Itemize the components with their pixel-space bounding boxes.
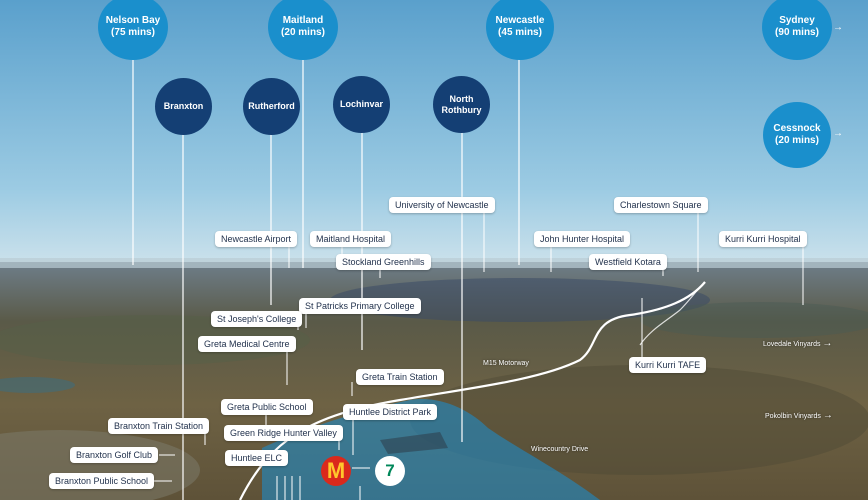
town-drive-time: (20 mins) [775, 135, 819, 146]
town-name: Maitland [282, 15, 324, 26]
place-label-kurri-kurri-hospital: Kurri Kurri Hospital [719, 231, 807, 247]
place-label-maitland-hospital: Maitland Hospital [310, 231, 392, 247]
town-name: Nelson Bay [105, 15, 161, 26]
place-label-university-of-newcastle: University of Newcastle [389, 197, 495, 213]
mcdonalds-logo-icon: M [321, 456, 351, 486]
town-marker-nelson-bay: Nelson Bay (75 mins) [98, 0, 168, 60]
place-label-huntlee-elc: Huntlee ELC [225, 450, 289, 466]
arrow-right-icon: → [833, 22, 843, 33]
place-label-st-patricks-primary-college: St Patricks Primary College [299, 298, 421, 314]
town-drive-time: (45 mins) [498, 27, 542, 38]
place-label-greta-public-school: Greta Public School [221, 399, 313, 415]
arrow-right-icon: → [822, 338, 833, 349]
place-label-huntlee-district-park: Huntlee District Park [343, 404, 438, 420]
suburb-marker-branxton: Branxton [155, 78, 212, 135]
place-label-st-josephs-college: St Joseph's College [211, 311, 303, 327]
road-label-winecountry-drive: Winecountry Drive [531, 446, 589, 453]
place-label-newcastle-airport: Newcastle Airport [215, 231, 298, 247]
suburb-marker-north-rothbury: North Rothbury [433, 76, 490, 133]
suburb-marker-rutherford: Rutherford [243, 78, 300, 135]
suburb-marker-lochinvar: Lochinvar [333, 76, 390, 133]
town-marker-maitland: Maitland (20 mins) [268, 0, 338, 60]
place-label-kurri-kurri-tafe: Kurri Kurri TAFE [629, 357, 707, 373]
suburb-name: Rutherford [248, 101, 295, 112]
place-label-greta-medical-centre: Greta Medical Centre [198, 336, 296, 352]
road-label-lovedale-vinyards: Lovedale Vinyards → [763, 338, 832, 349]
suburb-name: Lochinvar [339, 99, 383, 110]
suburb-name: North Rothbury [441, 93, 482, 115]
arrow-right-icon: → [833, 128, 843, 139]
place-label-branxton-golf-club: Branxton Golf Club [70, 447, 159, 463]
town-name: Sydney [779, 15, 815, 26]
arrow-right-icon: → [822, 410, 833, 421]
town-drive-time: (20 mins) [281, 27, 325, 38]
road-name: Pokolbin Vinyards [765, 413, 821, 420]
town-drive-time: (75 mins) [111, 27, 155, 38]
town-name: Newcastle [495, 15, 545, 26]
place-label-green-ridge-hunter-valley: Green Ridge Hunter Valley [224, 425, 343, 441]
road-label-m15-motorway: M15 Motorway [483, 360, 529, 367]
road-name: Lovedale Vinyards [763, 341, 821, 348]
place-label-john-hunter-hospital: John Hunter Hospital [534, 231, 631, 247]
place-label-stockland-greenhills: Stockland Greenhills [336, 254, 431, 270]
suburb-name: Branxton [163, 101, 204, 112]
place-label-greta-train-station: Greta Train Station [356, 369, 444, 385]
town-drive-time: (90 mins) [775, 27, 819, 38]
seven-eleven-logo-icon: 7 [375, 456, 405, 486]
place-label-charlestown-square: Charlestown Square [614, 197, 708, 213]
town-name: Cessnock [773, 123, 821, 134]
place-label-branxton-public-school: Branxton Public School [49, 473, 155, 489]
town-marker-sydney: Sydney (90 mins) [762, 0, 832, 60]
place-label-branxton-train-station: Branxton Train Station [108, 418, 210, 434]
town-marker-cessnock: Cessnock (20 mins) [763, 102, 831, 168]
road-label-pokolbin-vinyards: Pokolbin Vinyards → [765, 410, 833, 421]
place-label-westfield-kotara: Westfield Kotara [589, 254, 667, 270]
town-marker-newcastle: Newcastle (45 mins) [486, 0, 554, 60]
